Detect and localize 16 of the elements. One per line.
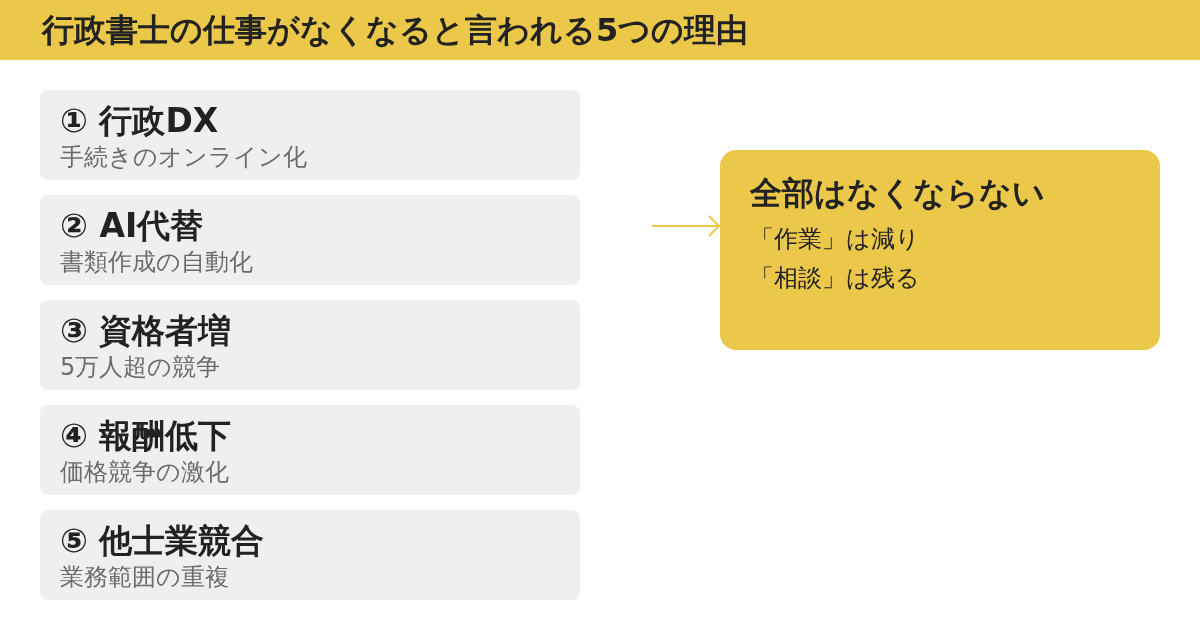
conclusion-heading: 全部はなくならない [750,173,1045,213]
reason-heading: ④ 報酬低下 [60,415,232,457]
reason-description: 業務範囲の重複 [60,562,229,592]
conclusion-card [720,150,1160,350]
reason-heading: ① 行政DX [60,100,219,142]
conclusion-text: 「相談」は残る [750,263,920,294]
page-title: 行政書士の仕事がなくなると言われる5つの理由 [42,10,749,51]
reason-description: 書類作成の自動化 [60,247,253,277]
conclusion-text: 「作業」は減り [750,224,920,255]
reason-description: 5万人超の競争 [60,352,221,382]
reason-description: 価格競争の激化 [60,457,229,487]
reason-heading: ③ 資格者増 [60,310,232,352]
reason-description: 手続きのオンライン化 [60,142,307,172]
arrow [651,215,720,237]
reason-heading: ⑤ 他士業競合 [60,520,265,562]
reason-heading: ② AI代替 [60,205,204,247]
